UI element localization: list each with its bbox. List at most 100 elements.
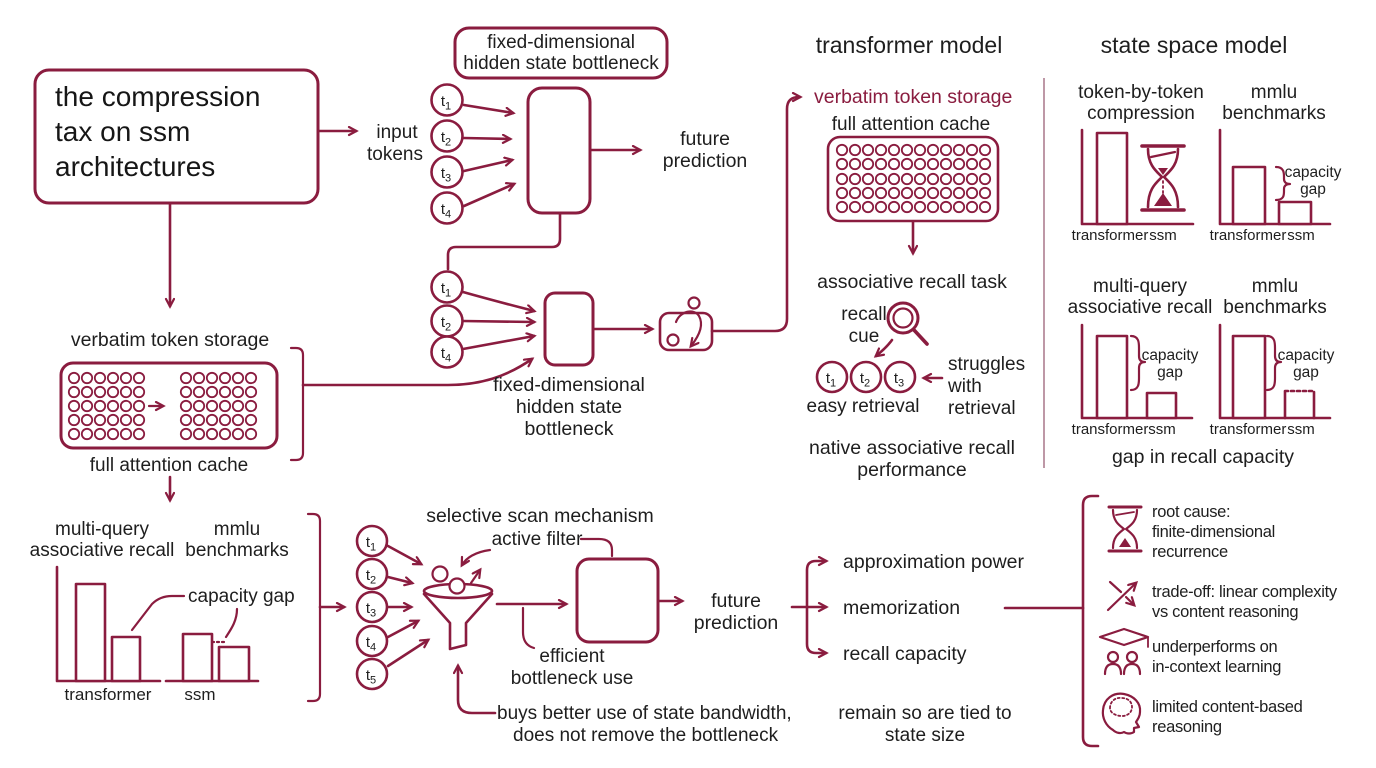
svg-text:multi-query: multi-query [1093,276,1187,297]
transformer-panel: transformer model verbatim token storage… [807,32,1026,481]
bottleneck-label-box [453,26,669,80]
selective-scan-heading: selective scan mechanism [426,505,654,527]
bottleneck-label: fixed-dimensional [493,374,645,396]
easy-retrieval-label: easy retrieval [807,396,920,417]
branch-recall: recall capacity [843,643,967,665]
svg-text:capacity: capacity [1285,164,1342,181]
chart-mmlu-2: mmlu benchmarks capacity gap transformer… [1210,276,1335,438]
gap-brace [1265,334,1283,392]
branch-memorization: memorization [843,597,960,619]
token-t3: t3 [883,360,917,394]
hourglass-icon [1107,505,1143,553]
token-t1: t1 [430,270,464,304]
bottom-flow: selective scan mechanism active filter t… [355,505,1085,746]
active-filter-connector [579,537,614,558]
svg-text:bottleneck use: bottleneck use [511,668,634,689]
bar-transformer [1231,165,1267,226]
token-arrow [461,290,534,311]
svg-text:hidden state: hidden state [516,396,622,418]
title-section: the compression tax on ssm architectures [33,68,356,306]
bar-transformer-2 [181,632,214,683]
bar-ssm [1145,391,1178,420]
bar-transformer [1231,334,1267,420]
left-storage: verbatim token storage full attention ca… [59,329,305,500]
svg-text:t1: t1 [441,93,451,113]
struggles-label: struggles [948,354,1025,375]
svg-text:ssm: ssm [1287,421,1315,438]
token-arrow [386,640,428,668]
svg-text:t4: t4 [366,634,376,654]
svg-text:t5: t5 [366,667,376,687]
svg-text:bottleneck: bottleneck [525,418,614,440]
token-t3: t3 [430,155,464,189]
svg-text:ssm: ssm [1148,421,1176,438]
svg-text:recurrence: recurrence [1152,543,1228,561]
ssm-caption: gap in recall capacity [1112,446,1294,468]
charts-bracket [306,512,322,703]
token-arrow [386,575,412,583]
active-filter-arrow [462,548,492,565]
hidden-state-box [526,86,592,215]
svg-text:finite-dimensional: finite-dimensional [1152,523,1275,541]
conclusion-2: trade-off: linear complexity [1152,583,1338,601]
storage-label: verbatim token storage [814,86,1012,108]
svg-text:t3: t3 [366,600,376,620]
svg-text:hidden state bottleneck: hidden state bottleneck [463,53,659,74]
panel-heading: state space model [1101,32,1288,58]
cue-arrow [876,338,894,356]
chart-mqar: multi-query associative recall capacity … [1068,276,1213,438]
x-label-ssm: ssm [184,685,215,704]
svg-text:transformer: transformer [1210,227,1287,244]
bottom-left-charts: multi-query associative recall mmlu benc… [30,512,344,704]
token-t1: t1 [815,360,849,394]
top-flow: input tokens t1 t2 t3 t4 fixed-dimension… [367,26,748,271]
svg-text:benchmarks: benchmarks [1222,103,1326,124]
hidden-state-box-small [543,291,595,367]
branch-bottom [805,605,826,653]
svg-text:t4: t4 [441,201,451,221]
svg-text:mmlu: mmlu [1251,82,1297,103]
token-t4: t4 [430,191,464,225]
token-t4: t4 [430,335,464,369]
note-arrow [458,666,497,715]
token-t1: t1 [355,524,389,558]
svg-text:with: with [947,376,982,397]
conclusions-bracket [1081,494,1100,748]
chart-mmlu-1: mmlu benchmarks capacity gap transformer… [1210,82,1342,244]
conclusion-4: limited content-based [1152,698,1303,716]
svg-text:prediction: prediction [663,150,748,172]
hourglass-icon [1140,144,1186,212]
svg-text:capacity: capacity [1278,347,1335,364]
svg-text:cue: cue [849,326,880,347]
svg-text:in-context learning: in-context learning [1152,658,1281,676]
storage-heading: verbatim token storage [71,329,269,351]
state-box [575,557,660,644]
svg-text:t3: t3 [441,165,451,185]
conclusion-3: underperforms on [1152,638,1278,656]
bar-transformer [1095,334,1129,420]
svg-text:associative recall: associative recall [30,540,175,561]
funnel-icon [422,565,494,651]
token-arrow [461,336,534,351]
page-title: the compression [55,81,260,112]
svg-text:performance: performance [857,459,966,481]
token-arrow [462,103,513,113]
cache-label: full attention cache [90,455,248,476]
token-t2: t2 [430,304,464,338]
token-arrow [462,138,510,139]
efficient-pointer [521,606,536,650]
ssm-panel: state space model token-by-token compres… [1068,32,1342,468]
token-t1: t1 [430,83,464,117]
bar-ssm [1277,200,1313,226]
crossed-arrows-icon [1106,580,1136,612]
token-t5: t5 [355,657,389,691]
svg-text:vs content reasoning: vs content reasoning [1152,603,1298,621]
token-t3: t3 [355,590,389,624]
svg-text:gap: gap [1300,181,1326,198]
swap-to-storage-line [710,97,800,333]
svg-text:capacity: capacity [1142,347,1199,364]
native-recall-label: native associative recall [809,437,1015,459]
svg-text:retrieval: retrieval [948,398,1016,419]
